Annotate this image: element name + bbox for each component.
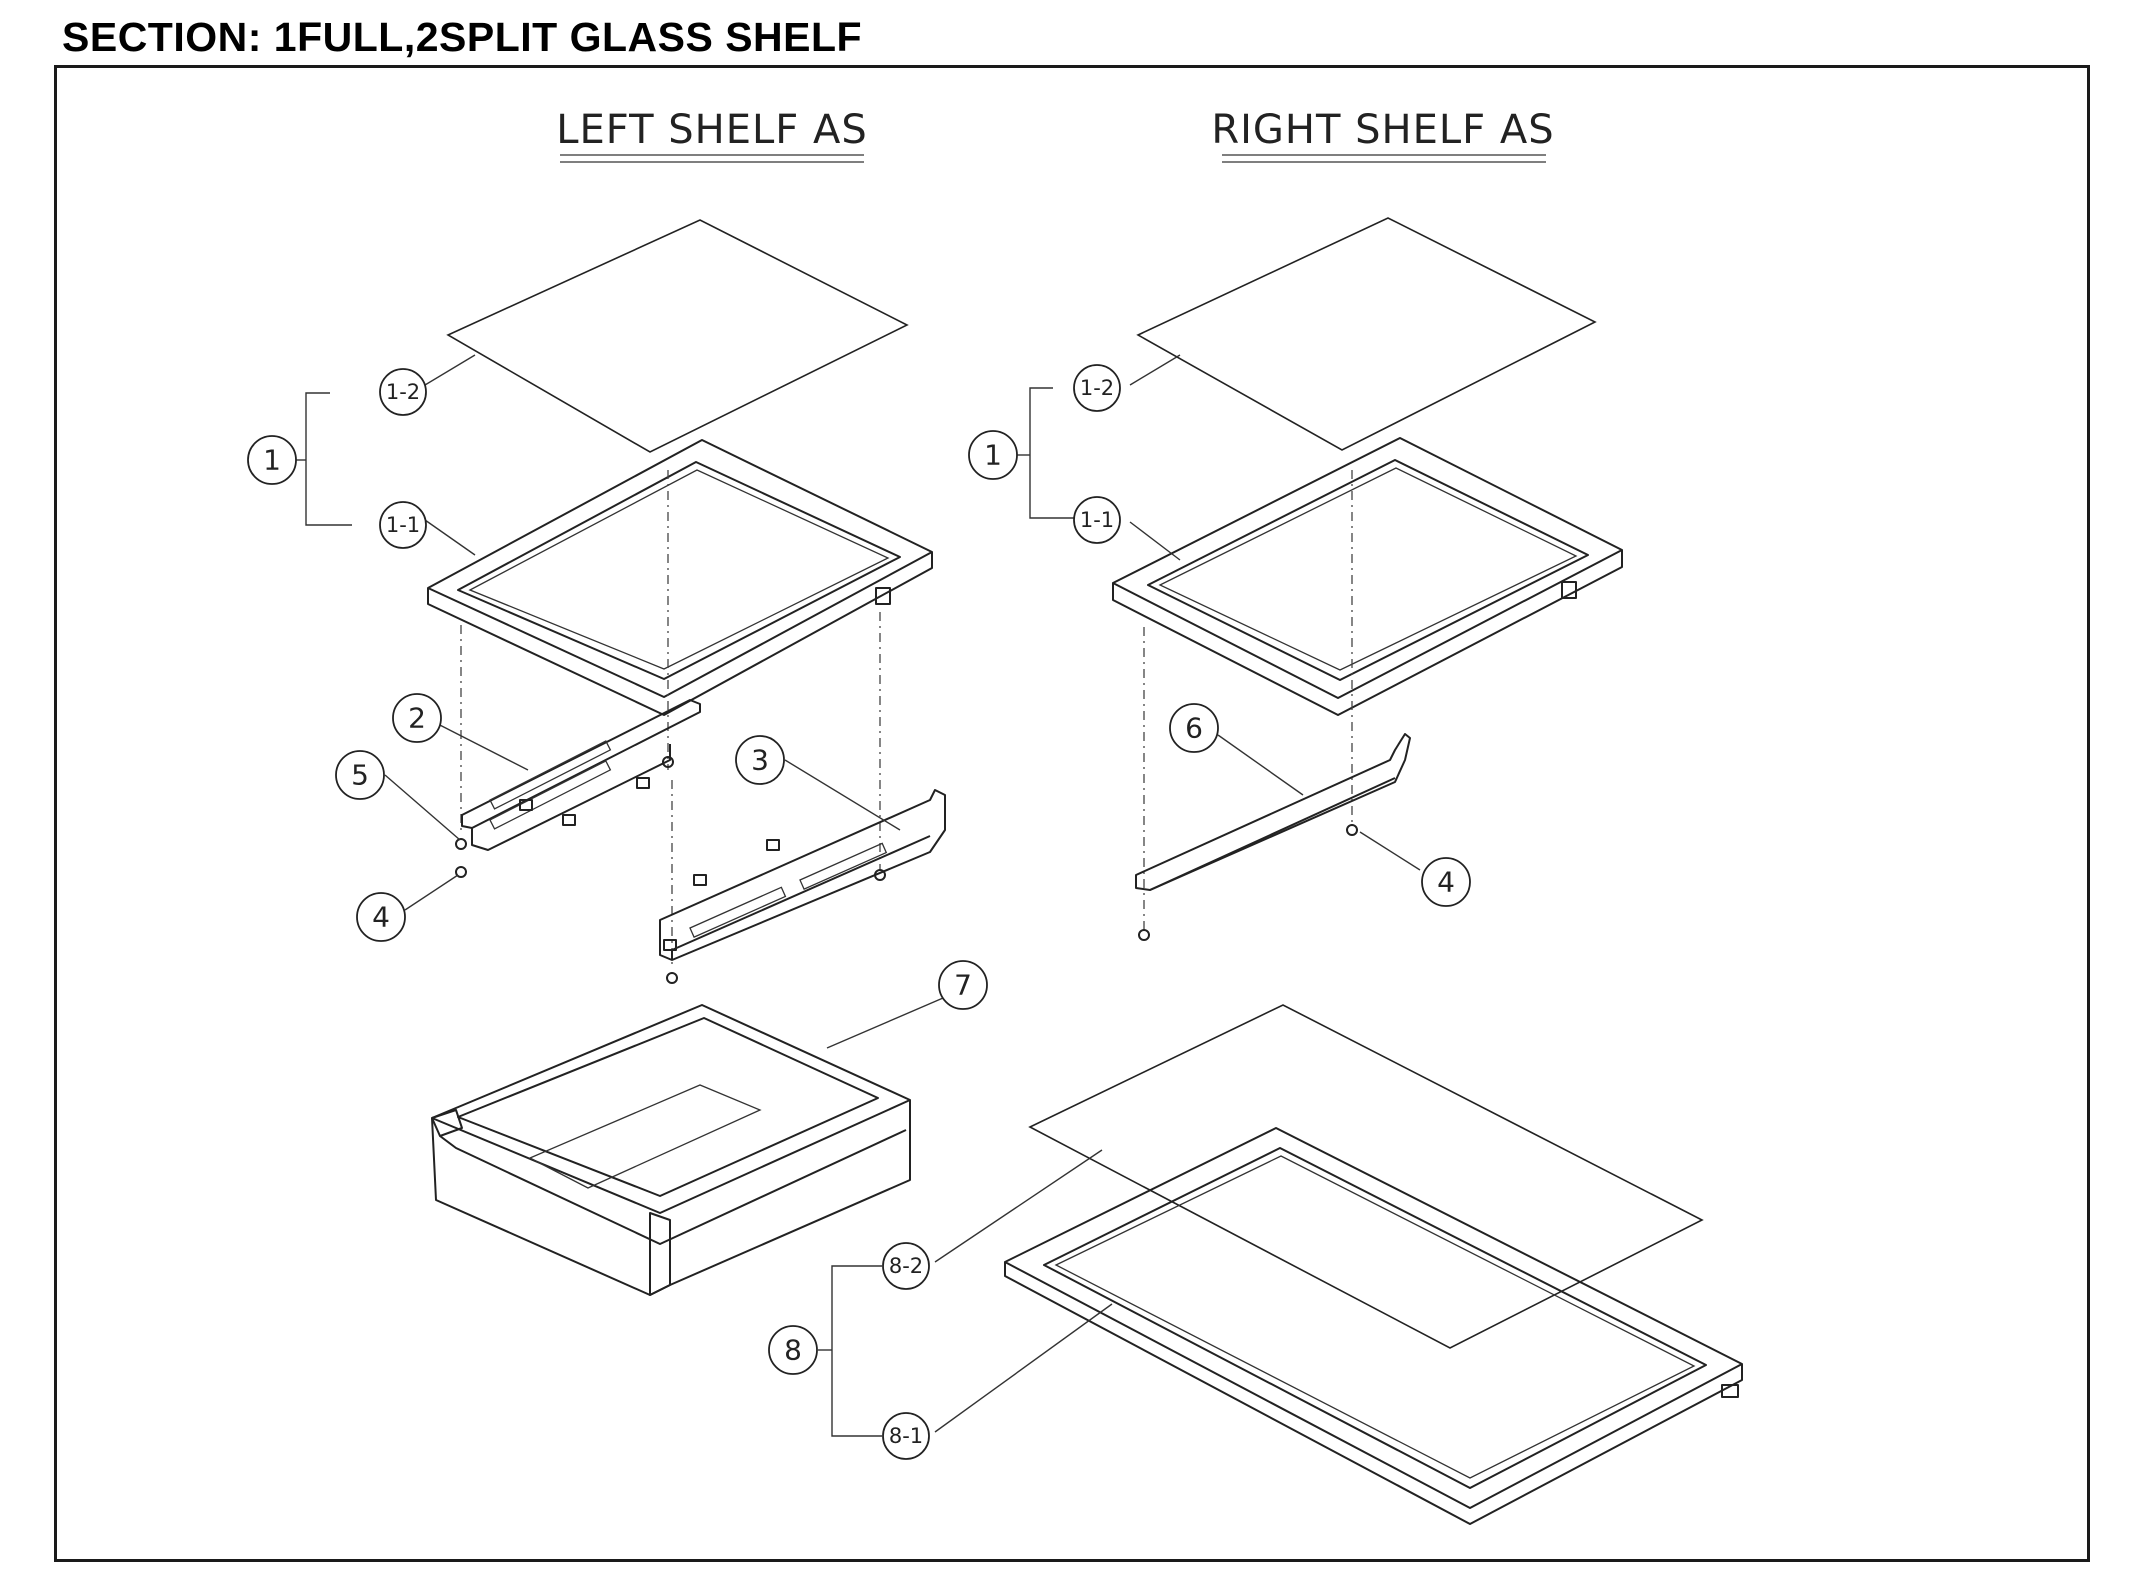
callout-5: 5 bbox=[335, 750, 385, 800]
svg-text:1: 1 bbox=[263, 444, 281, 477]
svg-text:LEFT SHELF AS: LEFT SHELF AS bbox=[556, 107, 868, 153]
svg-text:4: 4 bbox=[1437, 866, 1455, 899]
left-side-bracket bbox=[659, 789, 946, 961]
callout-1-left: 1 bbox=[247, 435, 297, 485]
callout-4-left: 4 bbox=[356, 892, 406, 942]
left-shelf-heading: LEFT SHELF AS bbox=[556, 107, 868, 163]
full-glass-panel bbox=[1028, 1004, 1704, 1349]
callout-7: 7 bbox=[938, 960, 988, 1010]
svg-text:5: 5 bbox=[351, 759, 369, 792]
callout-1-1-right: 1-1 bbox=[1073, 496, 1121, 544]
svg-text:7: 7 bbox=[954, 969, 972, 1002]
svg-text:4: 4 bbox=[372, 901, 390, 934]
svg-text:8-1: 8-1 bbox=[889, 1424, 923, 1448]
callout-6: 6 bbox=[1169, 703, 1219, 753]
svg-text:2: 2 bbox=[408, 702, 426, 735]
callout-1-2-left: 1-2 bbox=[379, 368, 427, 416]
svg-text:RIGHT SHELF AS: RIGHT SHELF AS bbox=[1211, 107, 1554, 153]
right-glass-panel bbox=[1136, 217, 1597, 451]
callout-2: 2 bbox=[392, 693, 442, 743]
callout-8-1: 8-1 bbox=[882, 1412, 930, 1460]
svg-text:8: 8 bbox=[784, 1334, 802, 1367]
crisper-drawer bbox=[431, 1004, 911, 1296]
callout-1-1-left: 1-1 bbox=[379, 501, 427, 549]
callout-8: 8 bbox=[768, 1325, 818, 1375]
svg-text:3: 3 bbox=[751, 744, 769, 777]
left-glass-panel bbox=[446, 219, 909, 453]
callout-1-2-right: 1-2 bbox=[1073, 364, 1121, 412]
left-front-bracket bbox=[461, 699, 701, 851]
section-title: SECTION: 1FULL,2SPLIT GLASS SHELF bbox=[62, 14, 863, 60]
right-side-bracket bbox=[1135, 733, 1411, 891]
diagram-frame bbox=[54, 65, 2090, 1562]
right-shelf-frame bbox=[1112, 437, 1623, 716]
callout-3: 3 bbox=[735, 735, 785, 785]
svg-text:1: 1 bbox=[984, 439, 1002, 472]
callout-4-right: 4 bbox=[1421, 857, 1471, 907]
svg-text:8-2: 8-2 bbox=[889, 1254, 923, 1278]
right-shelf-heading: RIGHT SHELF AS bbox=[1211, 107, 1554, 163]
svg-text:1-2: 1-2 bbox=[1080, 376, 1114, 400]
full-shelf-frame bbox=[1004, 1127, 1743, 1525]
svg-text:1-2: 1-2 bbox=[386, 380, 420, 404]
callout-8-2: 8-2 bbox=[882, 1242, 930, 1290]
svg-text:6: 6 bbox=[1185, 712, 1203, 745]
left-shelf-frame bbox=[427, 439, 933, 716]
svg-text:1-1: 1-1 bbox=[1080, 508, 1114, 532]
screw-icon bbox=[1138, 824, 1358, 941]
svg-text:1-1: 1-1 bbox=[386, 513, 420, 537]
callout-1-right: 1 bbox=[968, 430, 1018, 480]
